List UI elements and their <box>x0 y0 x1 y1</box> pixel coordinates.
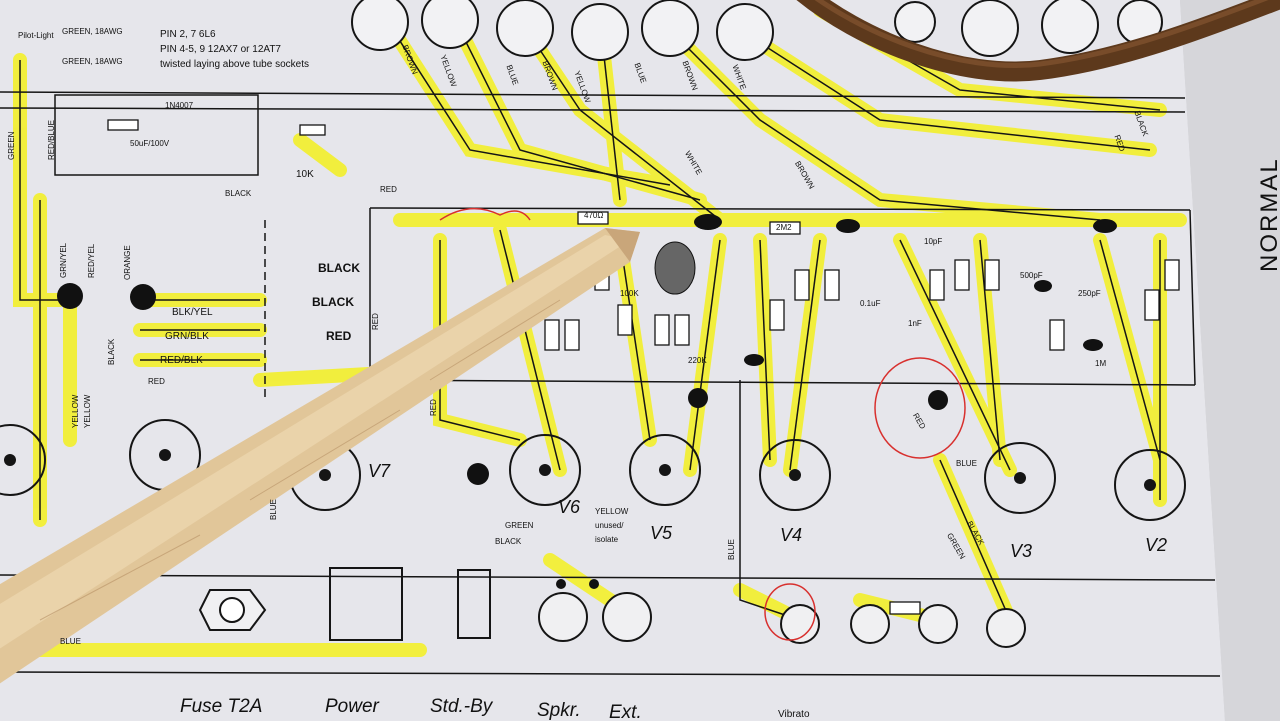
fuse-cap <box>219 597 245 623</box>
tube-label-v3: V3 <box>1010 541 1033 561</box>
socket-v5 <box>629 434 701 506</box>
unused-note: unused/ <box>595 521 624 530</box>
wire-black-left: BLACK <box>107 338 116 365</box>
wire-black-top: BLACK <box>225 189 252 198</box>
red-ink-marks <box>439 207 966 641</box>
wire-blue-v7: BLUE <box>269 499 278 520</box>
electrolytic-cap <box>654 241 696 295</box>
bottom-label-speaker: Spkr. <box>537 700 581 721</box>
wire-yellow-b: YELLOW <box>83 394 92 428</box>
socket-left-b <box>0 424 46 496</box>
ext-jack <box>602 592 652 642</box>
pot-label: 10K <box>296 169 314 180</box>
wire-orange: ORANGE <box>123 245 132 280</box>
bottom-hardware <box>198 567 1026 648</box>
pin-note-3: twisted laying above tube sockets <box>160 59 309 70</box>
vibrato-jack-a <box>780 604 820 644</box>
wire-grn-yel: GRN/YEL <box>59 242 68 278</box>
res-1m-label: 1M <box>1095 359 1107 368</box>
wire-red-small: RED <box>380 185 397 194</box>
yellow-note: YELLOW <box>595 507 629 516</box>
pin-note-1: PIN 2, 7 6L6 <box>160 29 216 40</box>
edge-text-normal: NORMAL <box>1256 157 1280 272</box>
wire-blue-bottom: BLUE <box>60 637 81 646</box>
bottom-label-fuse: Fuse T2A <box>180 696 263 717</box>
wire-green-bottom: GREEN <box>505 521 534 530</box>
bottom-label-ext: Ext. <box>609 702 642 721</box>
bottom-label-standby: Std.-By <box>430 696 493 717</box>
socket-v4 <box>759 439 831 511</box>
pin-note-2: PIN 4-5, 9 12AX7 or 12AT7 <box>160 44 281 55</box>
pencil-tip <box>605 228 640 262</box>
cap-500pf-label: 500pF <box>1020 271 1043 280</box>
wire-red-vert-2: RED <box>429 399 438 416</box>
tube-label-v7: V7 <box>368 461 391 481</box>
paper-sheet <box>0 0 1225 721</box>
socket-v3 <box>984 442 1056 514</box>
wire-black-bottom: BLACK <box>495 537 522 546</box>
isolate-note: isolate <box>595 535 619 544</box>
pilot-light-label: Pilot-Light <box>18 31 54 40</box>
bottom-label-vibrato: Vibrato <box>778 709 810 720</box>
socket-v2 <box>1114 449 1186 521</box>
cap-1nf-label: 1nF <box>908 319 922 328</box>
cap-10pf-label: 10pF <box>924 237 943 246</box>
wire-black-1: BLACK <box>318 261 360 275</box>
cap-250pf-label: 250pF <box>1078 289 1101 298</box>
wire-red-blue: RED/BLUE <box>47 119 56 160</box>
wire-red-yel: RED/YEL <box>87 243 96 278</box>
vibrato-jack-b <box>850 604 890 644</box>
bottom-label-power: Power <box>325 696 379 717</box>
wire-green: GREEN <box>7 131 16 160</box>
res-100k-label: 100K <box>620 289 639 298</box>
brown-cable <box>796 0 1280 82</box>
wire-blue-v3: BLUE <box>956 459 977 468</box>
power-switch <box>329 567 403 641</box>
wire-grn-blk: GRN/BLK <box>165 331 209 342</box>
tube-label-v6: V6 <box>558 497 581 517</box>
tube-label-v2: V2 <box>1145 535 1168 555</box>
wire-label-bottom: GREEN, 18AWG <box>62 57 123 66</box>
wire-label-top: GREEN, 18AWG <box>62 27 123 36</box>
standby-switch <box>457 569 491 639</box>
wooden-pencil <box>0 228 640 684</box>
second-sheet <box>1180 0 1280 721</box>
wire-black-2: BLACK <box>312 295 354 309</box>
tube-label-v4: V4 <box>780 525 803 545</box>
diode-label: 1N4007 <box>165 101 194 110</box>
cap-01uf-label: 0.1uF <box>860 299 881 308</box>
top-pots <box>351 0 1163 61</box>
res-470-label: 470Ω <box>584 211 604 220</box>
tube-label-v5: V5 <box>650 523 673 543</box>
vibrato-jack-c <box>918 604 958 644</box>
res-2m2-label: 2M2 <box>776 223 792 232</box>
speaker-jack <box>538 592 588 642</box>
res-220k-label: 220K <box>688 356 707 365</box>
wire-yellow-a: YELLOW <box>71 394 80 428</box>
wire-blk-yel: BLK/YEL <box>172 307 213 318</box>
tube-sockets <box>0 419 1186 521</box>
schematic-lines <box>0 9 1221 677</box>
wire-red-mid: RED <box>148 377 165 386</box>
wire-blue-v4: BLUE <box>727 539 736 560</box>
wire-red-vert: RED <box>371 313 380 330</box>
vibrato-jack-d <box>986 608 1026 648</box>
cap-label: 50uF/100V <box>130 139 170 148</box>
socket-v6 <box>509 434 581 506</box>
wire-red-3: RED <box>326 329 352 343</box>
wire-red-blk: RED/BLK <box>160 355 203 366</box>
